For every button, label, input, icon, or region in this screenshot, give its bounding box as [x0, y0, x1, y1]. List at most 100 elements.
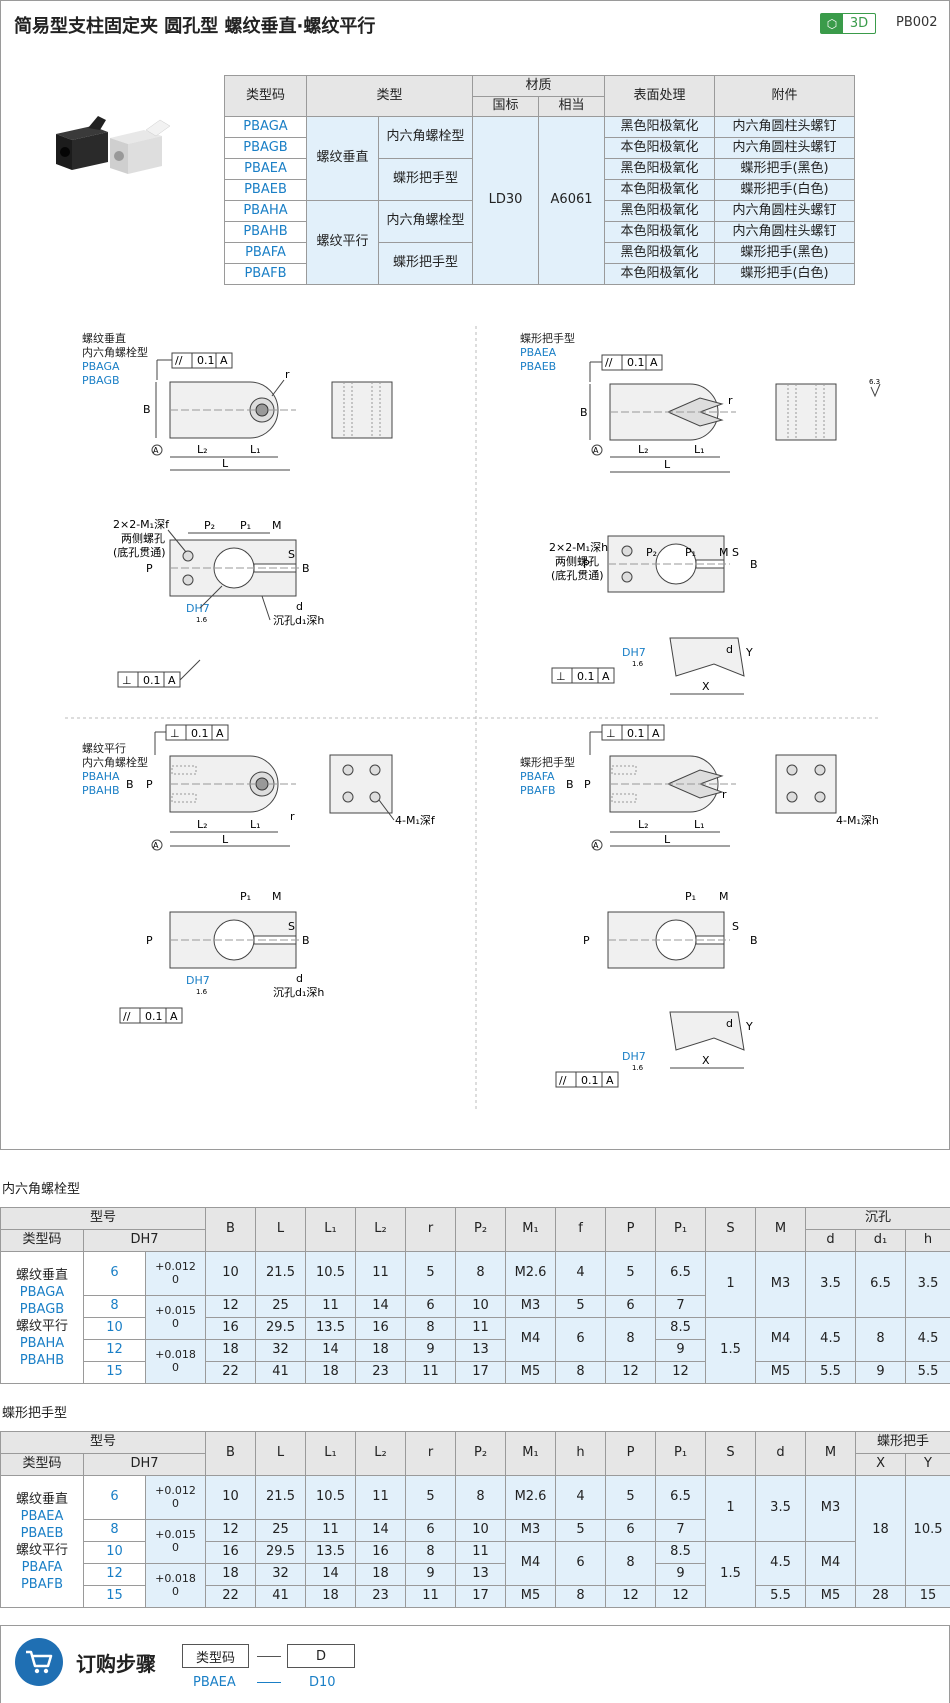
hex-cb-d: 4.5 [805, 1317, 857, 1362]
but-d-value: 8 [83, 1519, 146, 1542]
surface-value: 黑色阳极氧化 [604, 158, 716, 180]
accessory-value: 内六角圆柱头螺钉 [714, 137, 856, 159]
cube-icon: ⬡ [821, 14, 843, 33]
q2-r: r [728, 394, 733, 407]
q4-Y: Y [745, 1020, 753, 1033]
but-d: 4.5 [755, 1541, 807, 1586]
q4-tol2: 0.1 [581, 1074, 599, 1087]
hex-cb-d: 5.5 [805, 1361, 857, 1384]
q3-B2: B [302, 934, 310, 947]
product-photo [56, 116, 171, 174]
q3-code2[interactable]: PBAHB [82, 784, 120, 797]
product-type-table: 类型码 类型 材质 表面处理 附件 国标 相当 PBAGA 螺纹垂直 内六角螺栓… [224, 75, 856, 285]
q4-X: X [702, 1054, 710, 1067]
header-accessory: 附件 [714, 75, 856, 117]
q4-code2[interactable]: PBAFB [520, 784, 556, 797]
q2-side-holes: 2×2-M₁深h [549, 541, 608, 554]
hex-P1: 8.5 [655, 1317, 707, 1340]
hex-cb-d: 3.5 [805, 1251, 857, 1318]
hex-header-col: L₁ [305, 1207, 357, 1252]
hex-code-link[interactable]: PBAGA [19, 1284, 65, 1300]
but-P1: 6.5 [655, 1475, 707, 1520]
q1-L: L [222, 457, 229, 470]
q4-perp-symbol: ⊥ [606, 727, 616, 740]
but-B: 16 [205, 1541, 257, 1564]
hex-r: 6 [405, 1295, 457, 1318]
hex-L2: 23 [355, 1361, 407, 1384]
q4-body-front [609, 755, 719, 813]
hex-code-link[interactable]: PBAGB [19, 1301, 65, 1317]
but-code-link[interactable]: PBAFB [20, 1576, 64, 1592]
but-code-link[interactable]: PBAFA [21, 1559, 63, 1575]
surface-value: 黑色阳极氧化 [604, 200, 716, 222]
q4-code1[interactable]: PBAFA [520, 770, 555, 783]
but-code-link[interactable]: PBAEA [20, 1508, 64, 1524]
type-code-link[interactable]: PBAFB [224, 263, 307, 285]
hex-P2: 8 [455, 1251, 507, 1296]
hex-code-link[interactable]: PBAHB [19, 1352, 65, 1368]
hex-M: M3 [755, 1251, 807, 1318]
q1-B2: B [302, 562, 310, 575]
q2-code2[interactable]: PBAEB [520, 360, 557, 373]
type-code-link[interactable]: PBAHB [224, 221, 307, 243]
but-header-col: r [405, 1431, 457, 1476]
q4-L2: L₂ [638, 818, 649, 831]
type-code-link[interactable]: PBAGB [224, 137, 307, 159]
hex-M1: M4 [505, 1317, 557, 1362]
but-P1: 7 [655, 1519, 707, 1542]
q4-P2: P [583, 934, 590, 947]
silver-clamp-image [110, 119, 171, 174]
hex-L: 29.5 [255, 1317, 307, 1340]
type-code-link[interactable]: PBAHA [224, 200, 307, 222]
but-header-code: 类型码 [0, 1453, 84, 1476]
q1-code1[interactable]: PBAGA [82, 360, 120, 373]
but-X: 18 [855, 1475, 907, 1586]
but-d-value: 10 [83, 1541, 146, 1564]
hex-header-col: P₁ [655, 1207, 707, 1252]
q1-through: (底孔贯通) [113, 545, 166, 559]
but-code-link[interactable]: PBAEB [20, 1525, 64, 1541]
but-tolerance: +0.012 0 [144, 1475, 207, 1520]
hex-header-col: P [605, 1207, 657, 1252]
hex-L: 21.5 [255, 1251, 307, 1296]
q2-code1[interactable]: PBAEA [520, 346, 557, 359]
material-eq-value: A6061 [538, 116, 606, 285]
type-code-link[interactable]: PBAFA [224, 242, 307, 264]
but-L2: 11 [355, 1475, 407, 1520]
type-code-link[interactable]: PBAGA [224, 116, 307, 138]
hex-M1: M3 [505, 1295, 557, 1318]
q3-B: B [126, 778, 134, 791]
q3-counterbore: 沉孔d₁深h [273, 986, 324, 999]
order-dash [257, 1656, 281, 1657]
type-code-link[interactable]: PBAEA [224, 158, 307, 180]
q2-X: X [702, 680, 710, 693]
hex-header-cb-col: h [905, 1229, 950, 1252]
but-header-col: M₁ [505, 1431, 557, 1476]
but-r: 5 [405, 1475, 457, 1520]
q3-code1[interactable]: PBAHA [82, 770, 120, 783]
hex-f: 6 [555, 1317, 607, 1362]
3d-model-button[interactable]: ⬡ 3D [820, 13, 876, 34]
q2-P1: P₁ [685, 546, 696, 559]
hex-cb-d1: 9 [855, 1361, 907, 1384]
q1-both-sides: 两侧螺孔 [121, 532, 165, 545]
hex-d-value: 8 [83, 1295, 146, 1318]
hex-spec-table: 型号 B L L₁ L₂ r P₂ M₁ f P P₁ S M 沉孔 类型码 D… [0, 1207, 950, 1384]
hex-r: 11 [405, 1361, 457, 1384]
q3-P: P [146, 778, 153, 791]
q1-label: 螺纹垂直 内六角螺栓型 PBAGA PBAGB [82, 332, 148, 388]
header-material: 材质 [472, 75, 606, 97]
page-title: 简易型支柱固定夹 圆孔型 螺纹垂直·螺纹平行 [14, 16, 376, 37]
type-code-link[interactable]: PBAEB [224, 179, 307, 201]
drawing-q4: ⊥ 0.1 A r B P L₂ L₁ L A 4-M₁深h [555, 724, 879, 1088]
q1-L2: L₂ [197, 443, 208, 456]
accessory-value: 蝶形把手(黑色) [714, 242, 856, 264]
q1-L1: L₁ [250, 443, 261, 456]
cart-icon [15, 1638, 63, 1686]
q1-code2[interactable]: PBAGB [82, 374, 120, 387]
order-title: 订购步骤 [76, 1652, 156, 1676]
order-example-code: PBAEA [193, 1675, 236, 1690]
surface-value: 本色阳极氧化 [604, 179, 716, 201]
hex-code-link[interactable]: PBAHA [19, 1335, 65, 1351]
hex-header-col: P₂ [455, 1207, 507, 1252]
